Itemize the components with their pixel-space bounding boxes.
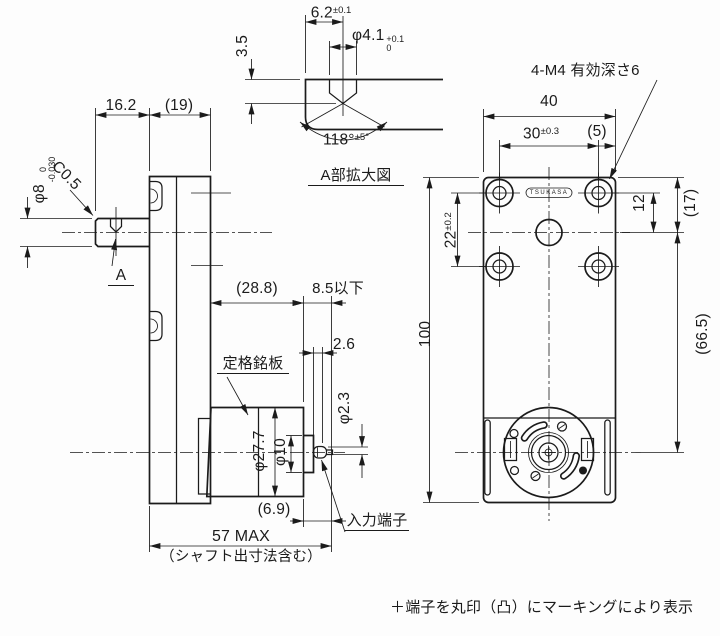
motor-rear-face — [502, 406, 595, 499]
hole-pitch-y-dim: 22±0.2 — [442, 212, 460, 249]
height-dim: 100 — [417, 320, 434, 348]
front-view-geometry — [455, 167, 641, 521]
terminal-right — [580, 437, 595, 462]
tap-hole-bottom-right — [578, 246, 619, 287]
center-to-motor-dim: (66.5) — [694, 313, 711, 355]
detail-depth-dim: 3.5 — [234, 34, 251, 58]
shaft-protrusion-dim: 16.2 — [105, 97, 137, 114]
front-view-dimensions — [423, 79, 684, 503]
gear-to-motor-dim: (28.8) — [236, 280, 278, 297]
detail-a-title: A部拡大図 — [308, 167, 404, 186]
hole-to-center-dim: 12 — [631, 194, 648, 212]
top-to-center-dim: (17) — [682, 188, 699, 218]
total-length-note: （シャフト出寸法含む） — [160, 549, 322, 565]
width-dim: 40 — [540, 93, 558, 110]
body-depth-dim: (19) — [164, 97, 194, 114]
terminal-base-dim: 2.6 — [332, 336, 356, 353]
detail-width-dim: 6.2±0.1 — [310, 4, 352, 22]
input-terminal-label: 入力端子 — [345, 512, 409, 531]
total-length-dim: 57 MAX — [211, 528, 271, 545]
footnote: ＋端子を丸印（凸）にマーキングにより表示 — [390, 599, 694, 616]
terminal-diameter-dim: φ2.3 — [336, 391, 353, 425]
boss-diameter-dim: φ10 — [272, 438, 289, 466]
tap-note: 4-M4 有効深さ6 — [531, 62, 640, 79]
motor-diameter-dim: φ27.7 — [251, 430, 268, 472]
side-offset-dim: (5) — [587, 123, 607, 140]
detail-angle-dim: 118°±5° — [322, 131, 369, 149]
side-view-dimensions — [20, 108, 368, 552]
nameplate-label: 定格銘板 — [217, 355, 289, 374]
detail-marker-a: A — [108, 267, 134, 286]
hole-pitch-x-dim: 30±0.3 — [522, 125, 560, 143]
detail-a-dimensions — [245, 15, 357, 124]
terminal-left — [503, 437, 518, 462]
plus-terminal-mark — [579, 466, 587, 475]
rear-length-dim: (6.9) — [257, 501, 291, 518]
terminal-max-dim: 8.5以下 — [312, 280, 364, 297]
brand-logo-text: TSUKASA — [529, 190, 569, 196]
side-view-geometry — [62, 175, 345, 505]
detail-a-geometry — [299, 16, 443, 141]
